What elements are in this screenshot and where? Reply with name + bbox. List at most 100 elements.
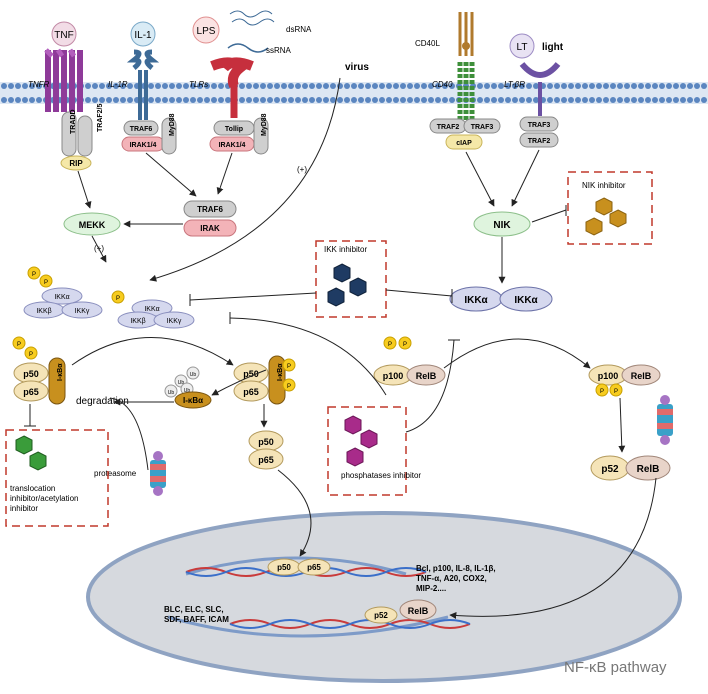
svg-text:IKKα: IKKα (464, 295, 488, 306)
membrane-lipid-head (288, 83, 294, 89)
svg-text:p50: p50 (277, 563, 291, 572)
membrane-lipid-head (386, 83, 392, 89)
membrane-lipid-head (568, 97, 574, 103)
membrane-lipid-head (120, 83, 126, 89)
membrane-lipid-head (435, 97, 441, 103)
canonical-targets-2: TNF-α, A20, COX2, (416, 574, 487, 583)
nik-inhibitor-label: NIK inhibitor (582, 181, 626, 190)
membrane-lipid-head (701, 83, 707, 89)
virus-label: virus (345, 62, 369, 73)
svg-text:IKKβ: IKKβ (36, 308, 51, 315)
dsrna-label: dsRNA (286, 25, 312, 34)
membrane-lipid-head (176, 83, 182, 89)
membrane-lipid-head (575, 83, 581, 89)
membrane-lipid-head (617, 97, 623, 103)
svg-text:Ub: Ub (178, 380, 185, 386)
noncanonical-targets-1: BLC, ELC, SLC, (164, 605, 224, 614)
translocation-inhibitor-box: translocation inhibitor/acetylation inhi… (5, 429, 109, 527)
svg-text:P: P (17, 342, 21, 348)
membrane-lipid-head (547, 97, 553, 103)
membrane-lipid-head (162, 83, 168, 89)
membrane-lipid-head (442, 83, 448, 89)
membrane-lipid-head (659, 83, 665, 89)
irak14-label: IRAK1/4 (130, 142, 157, 149)
p100-relb-unphospho: P P p100 RelB (373, 336, 446, 386)
membrane-lipid-head (652, 97, 658, 103)
nfkb-free-cytoplasm: p50 p65 (248, 430, 284, 470)
membrane-lipid-head (400, 97, 406, 103)
membrane-lipid-head (687, 83, 693, 89)
membrane-lipid-head (659, 97, 665, 103)
phosphatases-label: phosphatases inhibitor (341, 471, 421, 480)
membrane-lipid-head (561, 83, 567, 89)
membrane-lipid-head (253, 97, 259, 103)
membrane-lipid-head (204, 83, 210, 89)
membrane-lipid-head (330, 97, 336, 103)
membrane-lipid-head (197, 83, 203, 89)
membrane-lipid-head (547, 83, 553, 89)
nfkb-ikba-complex-phospho: p50 p65 I-κBα P P (233, 355, 296, 405)
membrane-lipid-head (449, 97, 455, 103)
membrane-lipid-head (337, 97, 343, 103)
membrane-lipid-head (680, 83, 686, 89)
traf2-label: TRAF2 (437, 124, 460, 131)
membrane-lipid-head (22, 83, 28, 89)
membrane-lipid-head (225, 97, 231, 103)
membrane-lipid-head (554, 83, 560, 89)
svg-text:RelB: RelB (408, 606, 429, 616)
svg-text:p52: p52 (601, 464, 619, 475)
membrane-lipid-head (484, 83, 490, 89)
membrane-lipid-head (274, 83, 280, 89)
translocation-inhibitor-label-1: translocation (10, 484, 55, 493)
svg-text:Ub: Ub (184, 388, 191, 394)
membrane-lipid-head (155, 97, 161, 103)
virus-plus-label: (+) (297, 165, 307, 174)
membrane-lipid-head (491, 97, 497, 103)
svg-text:I-κBα: I-κBα (277, 363, 284, 381)
ikk-inhibitor-label: IKK inhibitor (324, 245, 367, 254)
tlr-adaptors: Tollip IRAK1/4 MyD88 (209, 113, 269, 155)
ltbr-label: LT-βR (504, 80, 525, 89)
svg-text:IKKα: IKKα (514, 295, 538, 306)
membrane-lipid-head (575, 97, 581, 103)
ikk-complex-left: P P IKKα IKKβ IKKγ (23, 266, 103, 319)
membrane-lipid-head (589, 83, 595, 89)
svg-text:P: P (29, 352, 33, 358)
membrane-lipid-head (372, 83, 378, 89)
irak-label: IRAK (200, 224, 220, 233)
membrane-lipid-head (274, 97, 280, 103)
svg-text:I-κBα: I-κBα (183, 396, 203, 405)
ikk-inhibitor-box: IKK inhibitor (315, 240, 387, 318)
svg-text:p65: p65 (23, 387, 39, 397)
membrane-lipid-head (561, 97, 567, 103)
membrane-lipid-head (155, 83, 161, 89)
membrane-lipid-head (15, 83, 21, 89)
ciap-label: cIAP (456, 140, 472, 147)
membrane-lipid-head (190, 83, 196, 89)
translocation-inhibitor-label-2: inhibitor/acetylation (10, 494, 78, 503)
traf3-label: TRAF3 (471, 124, 494, 131)
membrane-lipid-head (176, 97, 182, 103)
membrane-lipid-head (295, 97, 301, 103)
membrane-lipid-head (99, 97, 105, 103)
membrane-lipid-head (652, 83, 658, 89)
canonical-targets-3: MIP-2.... (416, 584, 446, 593)
nucleus: p50 p65 p52 RelB Bcl, p100, IL-8, IL-1β,… (86, 511, 682, 683)
membrane-lipid-head (603, 83, 609, 89)
traf25-label: TRAF2/5 (97, 104, 104, 133)
membrane-lipid-head (211, 83, 217, 89)
membrane-lipid-head (36, 97, 42, 103)
svg-text:IKKβ: IKKβ (130, 318, 145, 325)
membrane-lipid-head (253, 83, 259, 89)
membrane-lipid-head (358, 97, 364, 103)
mekk: MEKK (+) (63, 212, 121, 253)
svg-text:RelB: RelB (416, 371, 437, 381)
svg-text:RelB: RelB (631, 371, 652, 381)
rip-label: RIP (69, 159, 83, 168)
membrane-lipid-head (148, 97, 154, 103)
membrane-lipid-head (239, 97, 245, 103)
membrane-lipid-head (218, 83, 224, 89)
membrane-lipid-head (673, 83, 679, 89)
myd88-label: MyD88 (169, 113, 176, 136)
nik-label: NIK (493, 220, 511, 231)
